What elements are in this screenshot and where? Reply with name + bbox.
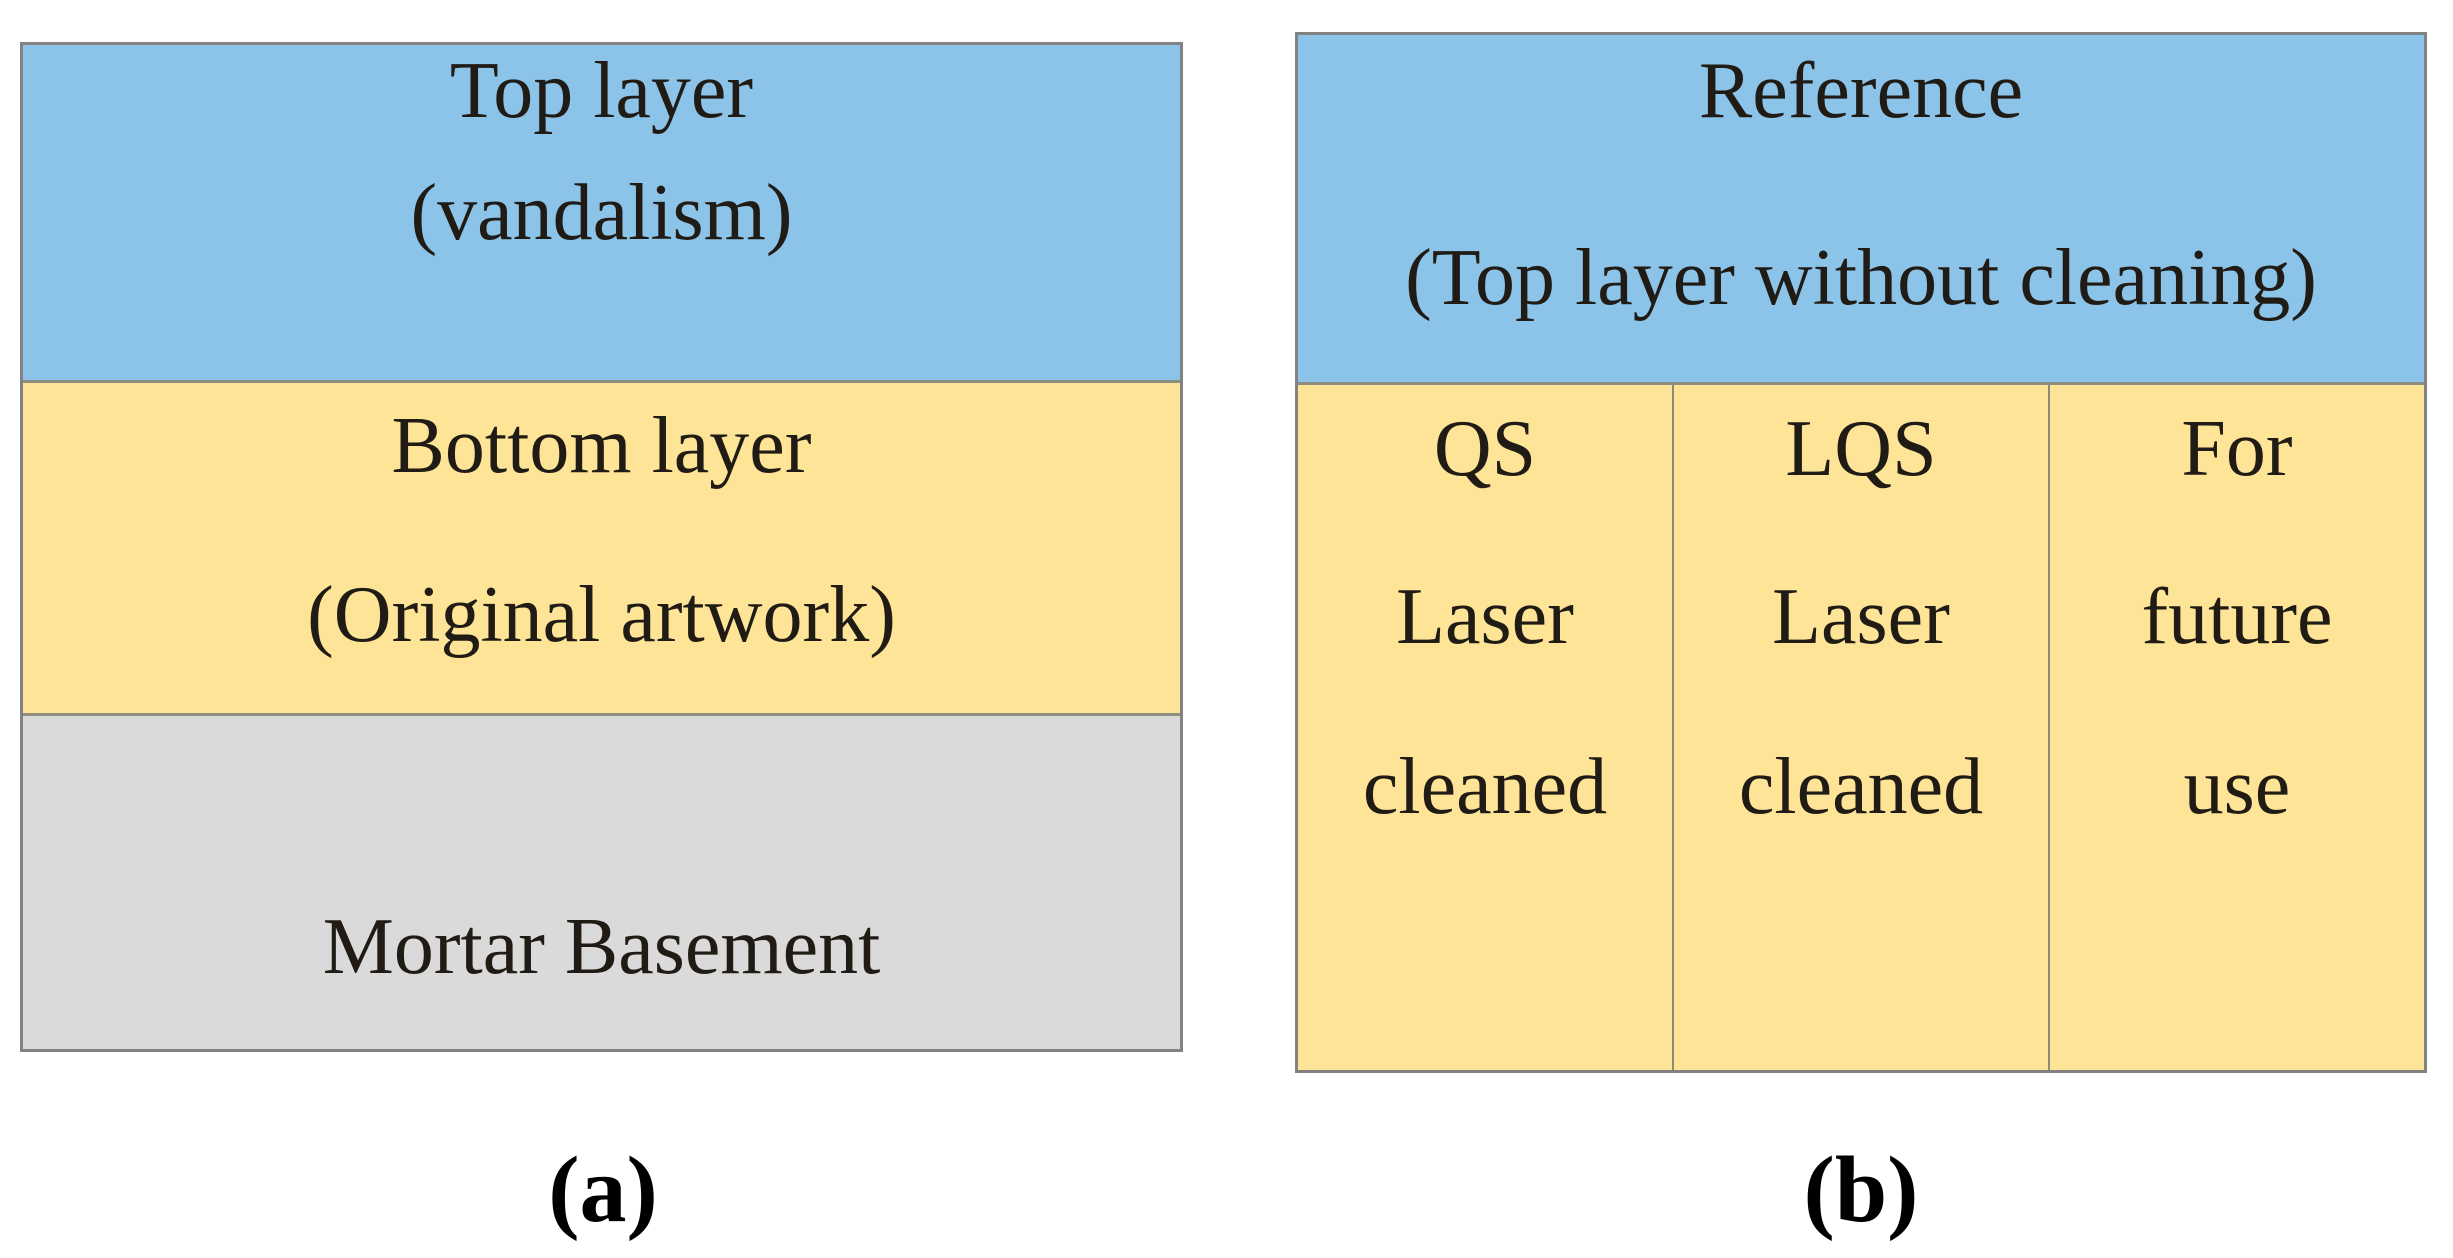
panel-a-layer-diagram: Top layer (vandalism) Bottom layer (Orig…	[20, 42, 1183, 1052]
bottom-layer-title: Bottom layer	[391, 402, 812, 491]
zone-qs-line2: Laser	[1396, 572, 1574, 661]
zone-future-line1: For	[2181, 404, 2293, 493]
zone-future-line3: use	[2183, 742, 2291, 831]
zone-lqs-line3: cleaned	[1738, 742, 1984, 831]
reference-header-band: Reference (Top layer without cleaning)	[1298, 35, 2424, 382]
zone-lqs-line1: LQS	[1785, 404, 1937, 493]
zone-lqs-line2: Laser	[1772, 572, 1950, 661]
mortar-basement-band: Mortar Basement	[23, 712, 1180, 1049]
zone-future-line2: future	[2141, 572, 2333, 661]
top-layer-band: Top layer (vandalism)	[23, 45, 1180, 381]
caption-b: (b)	[1803, 1138, 1919, 1242]
zone-qs-line1: QS	[1433, 404, 1537, 493]
zone-future-column: For future use	[2048, 384, 2424, 1070]
zones-row: QS Laser cleaned LQS Laser cleaned For f…	[1298, 381, 2424, 1070]
top-layer-subtitle: (vandalism)	[410, 169, 793, 257]
reference-subtitle: (Top layer without cleaning)	[1405, 234, 2317, 322]
top-layer-title: Top layer	[449, 47, 754, 135]
panel-b-zones-diagram: Reference (Top layer without cleaning) Q…	[1295, 32, 2427, 1073]
caption-a: (a)	[548, 1138, 658, 1242]
bottom-layer-band: Bottom layer (Original artwork)	[23, 380, 1180, 713]
bottom-layer-subtitle: (Original artwork)	[307, 571, 896, 660]
zone-qs-line3: cleaned	[1362, 742, 1608, 831]
reference-title: Reference	[1698, 47, 2024, 135]
zone-qs-column: QS Laser cleaned	[1298, 385, 1672, 1070]
mortar-basement-title: Mortar Basement	[322, 902, 881, 991]
zone-lqs-column: LQS Laser cleaned	[1672, 384, 2048, 1070]
